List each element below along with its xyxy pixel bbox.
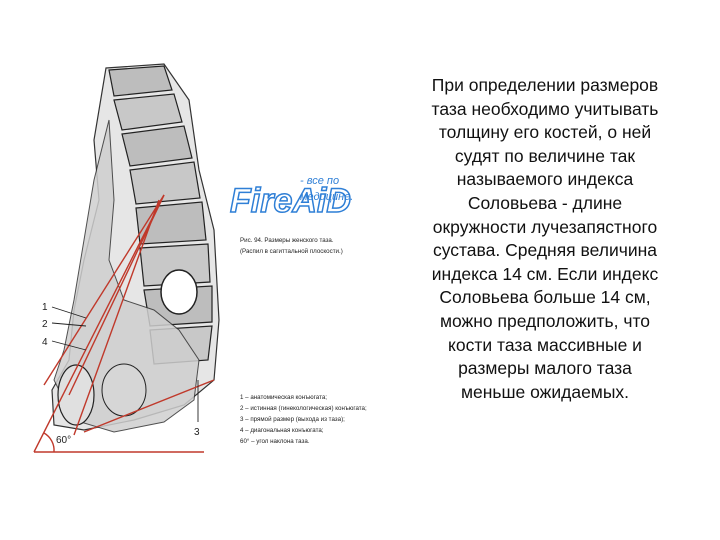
paragraph-line: размеры малого таза: [458, 358, 632, 379]
paragraph-line: При определении размеров: [431, 75, 659, 95]
obturator-foramen: [160, 269, 198, 315]
paragraph-line: кости таза массивные и: [448, 334, 642, 355]
watermark-tagline-1: - все по: [300, 175, 339, 187]
body-paragraph: При определении размеров таза необходимо…: [400, 74, 690, 404]
legend-item: 4 – диагональная конъюгата;: [240, 427, 324, 434]
paragraph-line: толщину его костей, о ней: [438, 122, 652, 143]
paragraph-line: индекса 14 см. Если индекс: [431, 263, 659, 284]
legend-item: 2 – истинная (гинекологическая) конъюгат…: [240, 405, 367, 412]
watermark-logo-text: FireAiD: [230, 182, 351, 220]
angle-arc: [43, 432, 55, 453]
legend-item: 1 – анатомическая конъюгата;: [240, 394, 327, 401]
paragraph-line: меньше ожидаемых.: [460, 381, 630, 402]
measurement-lines: [33, 194, 215, 453]
label-2: 2: [42, 319, 48, 330]
paragraph-line: сустава. Средняя величина: [432, 240, 658, 261]
paragraph-line: можно предположить, что: [439, 310, 651, 331]
figure-legend: 1 – анатомическая конъюгата; 2 – истинна…: [240, 394, 367, 445]
pubic-symphysis: [57, 364, 95, 426]
line-diagonal-conjugate: [73, 199, 160, 436]
label-leaders: [51, 306, 199, 422]
pelvis-figure: 1 2 4 3 60° FireAiD - все по медицине. Р…: [14, 60, 386, 468]
paragraph-line: судят по величине так: [454, 145, 636, 166]
line-anatomical-conjugate: [43, 194, 165, 386]
paragraph-line: называемого индекса: [456, 169, 634, 190]
watermark-logo: FireAiD - все по медицине.: [229, 175, 353, 221]
legend-item: 60° – угол наклона таза.: [240, 438, 310, 445]
rectum: [101, 363, 147, 417]
label-3: 3: [194, 427, 200, 438]
paragraph-line: Соловьева - длине: [467, 192, 623, 213]
paragraph-line: Соловьева больше 14 см,: [439, 287, 651, 308]
pelvic-cavity: [53, 119, 200, 433]
figure-caption-2: (Распил в сагиттальной плоскости.): [240, 248, 343, 255]
figure-caption-1: Рис. 94. Размеры женского таза.: [240, 237, 334, 244]
pelvis-illustration: 1 2 4 3 60° FireAiD - все по медицине. Р…: [33, 63, 367, 453]
label-4: 4: [42, 337, 48, 348]
watermark-tagline-2: медицине.: [300, 191, 353, 203]
label-1: 1: [42, 302, 48, 313]
angle-label: 60°: [56, 435, 71, 446]
inclination-line: [33, 194, 165, 453]
paragraph-line: окружности лучезапястного: [432, 216, 658, 237]
paragraph-line: таза необходимо учитывать: [431, 98, 659, 119]
legend-item: 3 – прямой размер (выхода из таза);: [240, 416, 345, 423]
line-outlet-dimension: [83, 379, 215, 433]
